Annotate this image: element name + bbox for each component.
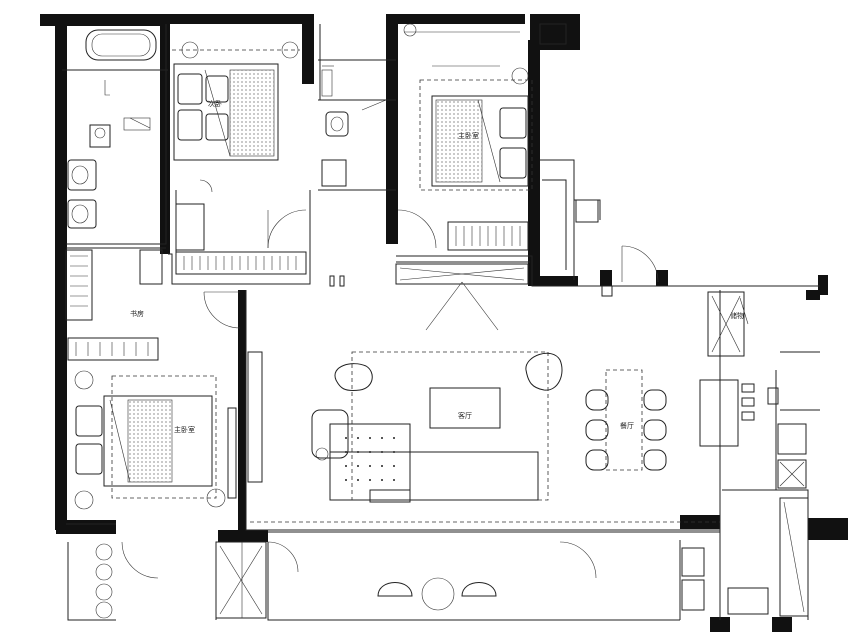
room-label-master-bedroom: 主卧室 [458, 131, 479, 140]
dining-area: 餐厅 [585, 369, 667, 471]
door-swings [329, 245, 779, 405]
room-label-storage: 储物 [730, 311, 744, 320]
wardrobe-rails-master [455, 226, 521, 246]
room-label-bedroom-left: 主卧室 [174, 425, 195, 434]
bedroom-top: 次卧 [172, 41, 307, 275]
room-label-living: 客厅 [458, 411, 472, 420]
balcony [95, 541, 597, 619]
bathroom-left [67, 29, 157, 229]
living-room: 客厅 [247, 351, 720, 523]
room-label-study: 书房 [130, 309, 144, 318]
room-label-bedroom-top: 次卧 [208, 99, 222, 108]
bedroom-left: 主卧室 [65, 249, 237, 510]
bathroom-middle [321, 65, 387, 187]
cushion-grid [345, 437, 395, 481]
wardrobe-rails-top [183, 256, 297, 270]
master-bedroom: 主卧室 [397, 23, 599, 251]
room-label-dining: 餐厅 [620, 421, 634, 430]
kitchen-area: 储物 [681, 291, 809, 617]
study-area: 书房 [130, 263, 529, 331]
